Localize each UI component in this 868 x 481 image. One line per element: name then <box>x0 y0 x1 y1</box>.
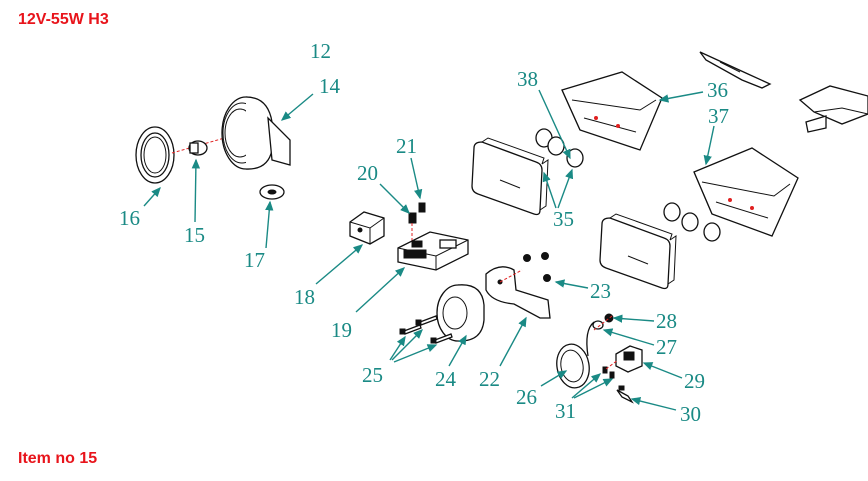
part-30-connector <box>616 385 634 404</box>
part-23-nuts <box>523 252 551 282</box>
callout-38: 38 <box>517 67 538 91</box>
callout-20: 20 <box>357 161 378 185</box>
callout-29: 29 <box>684 369 705 393</box>
part-35-lamp-lens-left <box>471 137 549 216</box>
callout-28: 28 <box>656 309 677 333</box>
part-35-lamp-lens-right <box>599 213 677 290</box>
callout-26: 26 <box>516 385 537 409</box>
callout-31: 31 <box>555 399 576 423</box>
callout-14: 14 <box>319 74 341 98</box>
callout-35: 35 <box>553 207 574 231</box>
callout-15: 15 <box>184 223 205 247</box>
callout-27: 27 <box>656 335 677 359</box>
callout-21: 21 <box>396 134 417 158</box>
part-18-relay <box>349 211 385 245</box>
callout-labels: 12 14 15 16 17 18 19 20 21 22 23 24 25 2… <box>119 39 729 426</box>
part-21-fuse <box>418 202 426 213</box>
part-38-bulbs <box>535 128 721 242</box>
part-29-switch <box>615 345 643 373</box>
callout-37: 37 <box>708 104 729 128</box>
callout-16: 16 <box>119 206 140 230</box>
part-27-28-nut-washer <box>592 313 614 331</box>
callout-19: 19 <box>331 318 352 342</box>
part-25-bolts <box>399 315 453 344</box>
part-26-horn-disc <box>556 321 595 389</box>
leader-lines <box>143 89 715 411</box>
part-15-bulb <box>188 140 208 156</box>
part-20-fuse <box>408 212 417 224</box>
callout-24: 24 <box>435 367 457 391</box>
callout-30: 30 <box>680 402 701 426</box>
callout-12: 12 <box>310 39 331 63</box>
part-16-lens-ring <box>135 126 175 184</box>
callout-22: 22 <box>479 367 500 391</box>
part-14-lamp-housing <box>221 96 291 170</box>
callout-25: 25 <box>362 363 383 387</box>
part-22-bracket <box>485 266 551 319</box>
partial-bracket-right <box>798 85 868 133</box>
page-title: 12V-55W H3 <box>18 11 109 28</box>
item-number-label: Item no 15 <box>18 450 98 467</box>
part-36-tail-lamp-housing <box>561 71 663 151</box>
part-19-fuse-box <box>397 231 469 271</box>
callout-17: 17 <box>244 248 265 272</box>
partial-bracket-top <box>699 51 772 89</box>
callout-18: 18 <box>294 285 315 309</box>
part-17-washer <box>259 184 285 200</box>
callout-36: 36 <box>707 78 728 102</box>
part-31-screws <box>602 359 619 379</box>
callout-23: 23 <box>590 279 611 303</box>
part-37-tail-lamp-housing <box>693 147 799 237</box>
part-24-horn <box>436 284 485 342</box>
